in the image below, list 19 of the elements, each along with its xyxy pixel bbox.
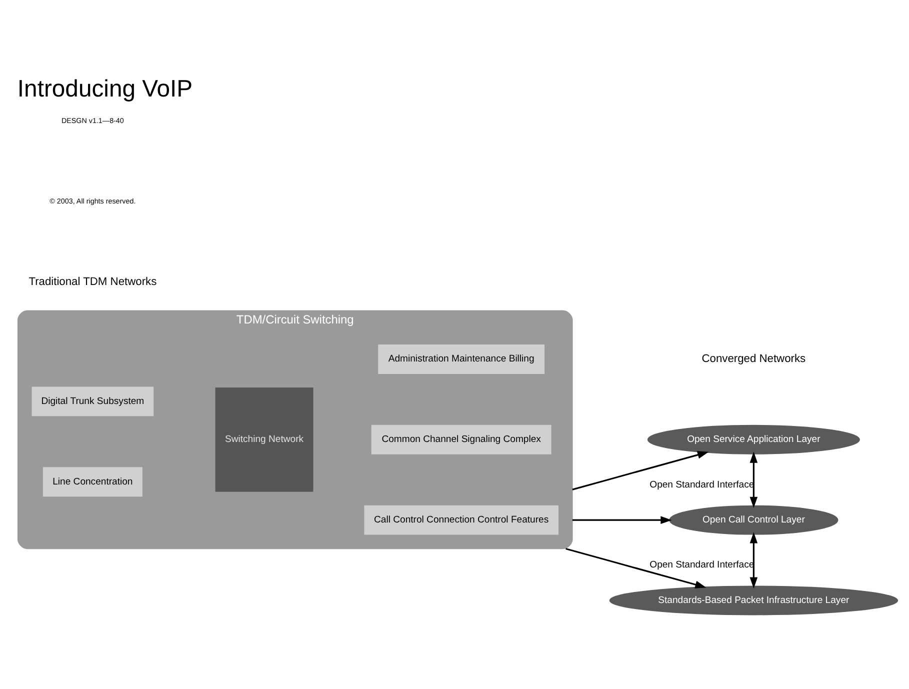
- arrow: [572, 516, 672, 524]
- node-box: Switching Network: [215, 388, 314, 492]
- node-box: Administration Maintenance Billing: [378, 344, 545, 374]
- label: Converged Networks: [702, 353, 806, 366]
- node-box: Digital Trunk Subsystem: [32, 386, 154, 416]
- node-ellipse: Open Call Control Layer: [669, 505, 838, 535]
- edge-label: Open Standard Interface: [650, 560, 754, 571]
- arrow: [750, 452, 758, 508]
- node-box: Call Control Connection Control Features: [364, 505, 558, 535]
- label: Traditional TDM Networks: [28, 276, 157, 288]
- arrow: [566, 548, 706, 588]
- arrow: [750, 532, 758, 588]
- node-ellipse: Open Service Application Layer: [647, 424, 860, 454]
- node-box: Line Concentration: [42, 467, 142, 497]
- arrow: [572, 451, 709, 490]
- node-box: Common Channel Signaling Complex: [371, 424, 552, 454]
- diagram-title: Introducing VoIP: [17, 75, 193, 102]
- edge-label: Open Standard Interface: [650, 479, 754, 490]
- node-ellipse: Standards-Based Packet Infrastructure Layer: [609, 586, 898, 616]
